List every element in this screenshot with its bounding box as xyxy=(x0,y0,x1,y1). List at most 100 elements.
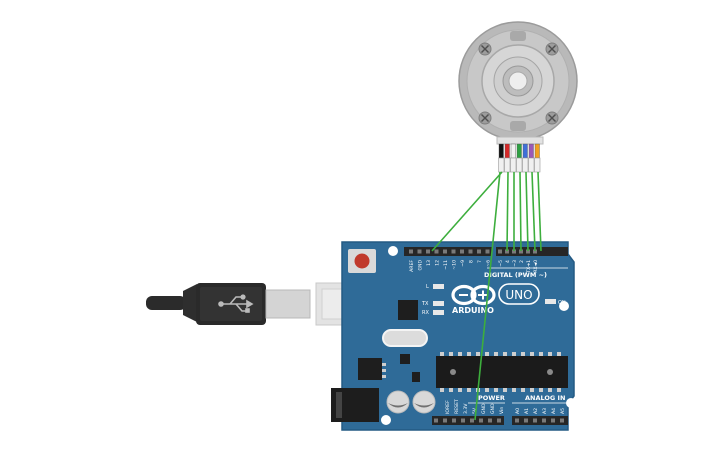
uno-logo-frame xyxy=(498,283,540,305)
gear-motor[interactable] xyxy=(458,21,578,173)
uno-logo-text: UNO xyxy=(505,288,532,302)
crystal-oscillator xyxy=(382,329,428,347)
header-pin[interactable] xyxy=(560,418,564,423)
header-pin[interactable] xyxy=(515,418,519,423)
arduino-infinity-logo xyxy=(451,284,496,306)
header-pin[interactable] xyxy=(468,249,473,254)
led-l xyxy=(433,284,444,289)
atmega-microcontroller xyxy=(436,352,568,392)
jumper-wires[interactable] xyxy=(431,171,542,421)
analog-section-label: ANALOG IN xyxy=(525,394,565,402)
power-section-label: POWER xyxy=(478,394,505,402)
header-pin[interactable] xyxy=(434,249,439,254)
wire-motor-to-pin4[interactable] xyxy=(525,171,529,252)
pin-label: 5V xyxy=(472,407,478,414)
header-pin[interactable] xyxy=(477,249,481,254)
pin-label: TX➜1 xyxy=(526,260,532,274)
led-tx-label: TX xyxy=(421,301,429,307)
header-pin[interactable] xyxy=(497,418,501,423)
header-pin[interactable] xyxy=(451,249,456,254)
header-pin[interactable] xyxy=(443,418,447,423)
wire-motor-to-5v[interactable] xyxy=(474,171,501,421)
header-pin[interactable] xyxy=(426,249,430,254)
pin-label: A1 xyxy=(524,408,530,414)
pin-label: ~10 xyxy=(452,260,458,270)
header-pin[interactable] xyxy=(470,418,474,423)
analog-header xyxy=(512,416,568,425)
header-pin[interactable] xyxy=(485,249,490,254)
pin-label: A4 xyxy=(551,408,557,414)
pin-label: A3 xyxy=(542,408,548,414)
pin-label: AREF xyxy=(409,260,415,272)
pin-label: GND xyxy=(481,403,487,414)
capacitor xyxy=(412,390,436,414)
pin-label: 2 xyxy=(519,260,525,263)
reset-button[interactable] xyxy=(348,249,376,273)
header-pin[interactable] xyxy=(533,418,537,423)
header-pin[interactable] xyxy=(409,249,413,254)
capacitor xyxy=(386,390,410,414)
header-pin[interactable] xyxy=(551,418,555,423)
header-pin[interactable] xyxy=(526,249,530,254)
wire-motor-to-pin2[interactable] xyxy=(537,171,542,252)
header-pin[interactable] xyxy=(498,249,502,254)
header-pin[interactable] xyxy=(519,249,523,254)
wire-motor-to-gnd[interactable] xyxy=(431,171,503,252)
pin-label: 12 xyxy=(435,260,441,266)
motor-connector xyxy=(496,136,544,145)
screw-icon xyxy=(545,42,559,56)
header-pin[interactable] xyxy=(505,249,509,254)
usb-metal-shell xyxy=(265,289,311,319)
usb-icon xyxy=(218,294,254,313)
motor-wires xyxy=(498,143,541,173)
arduino-brand-label: ARDUINO xyxy=(452,306,494,315)
header-pin[interactable] xyxy=(512,249,516,254)
pin-label: ~11 xyxy=(443,260,449,270)
mounting-hole xyxy=(381,415,391,425)
dc-power-jack[interactable] xyxy=(331,388,379,422)
smd-component xyxy=(400,354,410,364)
pin-label: 7 xyxy=(477,260,483,263)
pin-label: ~5 xyxy=(498,260,504,267)
wire-motor-to-pin7[interactable] xyxy=(506,171,509,252)
mounting-hole xyxy=(388,246,398,256)
led-on-label: ON xyxy=(558,300,566,306)
pin-label: Vin xyxy=(499,407,505,414)
usb-cable-strain-relief xyxy=(146,296,186,310)
pin-label: A2 xyxy=(533,408,539,414)
wire-motor-to-pin5[interactable] xyxy=(519,171,522,252)
wire-motor-to-pin3[interactable] xyxy=(531,171,536,252)
header-pin[interactable] xyxy=(417,249,422,254)
header-pin[interactable] xyxy=(443,249,447,254)
pin-label: ~3 xyxy=(512,260,518,267)
pin-label: ~9 xyxy=(460,260,466,267)
pin-label: GND xyxy=(490,403,496,414)
header-pin[interactable] xyxy=(434,418,438,423)
voltage-regulator xyxy=(358,358,382,380)
screw-icon xyxy=(478,111,492,125)
header-pin[interactable] xyxy=(533,249,537,254)
motor-shaft xyxy=(508,71,528,91)
header-pin[interactable] xyxy=(479,418,483,423)
led-tx xyxy=(433,301,444,306)
header-pin[interactable] xyxy=(461,418,465,423)
header-pin[interactable] xyxy=(542,418,546,423)
power-header xyxy=(432,416,504,425)
led-on xyxy=(545,299,556,304)
pin-label: 3.3V xyxy=(463,403,469,414)
digital-header-pins[interactable] xyxy=(409,249,537,254)
usb-chip xyxy=(398,300,418,320)
smd-component xyxy=(412,372,420,382)
pin-label: A0 xyxy=(515,408,521,414)
header-pin[interactable] xyxy=(488,418,492,423)
header-pin[interactable] xyxy=(452,418,456,423)
header-pin[interactable] xyxy=(524,418,528,423)
pin-label: 8 xyxy=(469,260,475,263)
pin-label: RESET xyxy=(454,399,460,414)
header-pin[interactable] xyxy=(460,249,464,254)
power-header-pins[interactable] xyxy=(434,418,564,423)
led-rx-label: RX xyxy=(422,310,429,316)
